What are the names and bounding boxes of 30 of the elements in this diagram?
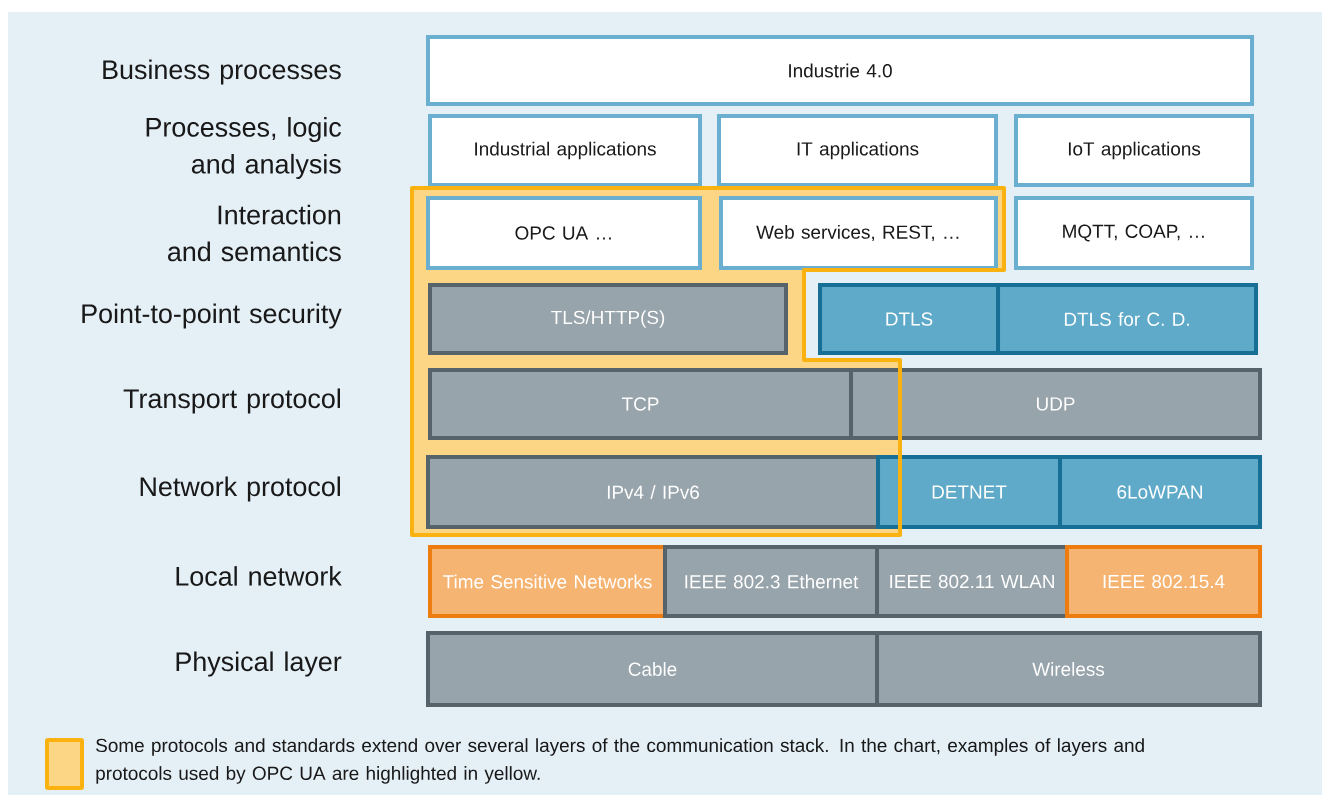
- layer-box: IEEE 802.15.4: [1065, 545, 1262, 618]
- layer-box: IEEE 802.3 Ethernet: [663, 545, 879, 618]
- layer-box: IEEE 802.11 WLAN: [875, 545, 1069, 618]
- layer-label: Transport protocol: [123, 388, 340, 414]
- layer-label: Interaction and semantics: [168, 204, 341, 262]
- layer-box: Industrial applications: [428, 114, 702, 187]
- layer-label: Network protocol: [140, 476, 340, 502]
- layer-label: Processes, logic and analysis: [146, 117, 342, 179]
- layer-box: IoT applications: [1014, 114, 1254, 187]
- legend-text: Some protocols and standards extend over several layers of the communication stack. In the chart, examples of layers and protocols used by OPC UA are highlighted in yellow.: [96, 738, 1144, 784]
- layer-box: IT applications: [717, 114, 998, 187]
- layer-box: Time Sensitive Networks: [428, 545, 667, 618]
- layer-box: DTLS for C. D.: [996, 283, 1258, 355]
- layer-box: Wireless: [875, 631, 1262, 707]
- layer-box: TCP: [428, 368, 853, 440]
- layer-label: Business processes: [103, 59, 341, 85]
- layer-box: IPv4 / IPv6: [426, 455, 880, 529]
- layer-box: Web services, REST, …: [719, 196, 998, 270]
- layer-box: TLS/HTTP(S): [428, 283, 788, 355]
- layer-label: Local network: [176, 566, 342, 586]
- layer-label: Point-to-point security: [82, 303, 342, 329]
- layer-box: DTLS: [818, 283, 1000, 355]
- layer-box: MQTT, COAP, …: [1014, 196, 1254, 270]
- layer-box: OPC UA …: [426, 196, 702, 270]
- layer-box: DETNET: [876, 455, 1062, 529]
- layer-box: UDP: [849, 368, 1262, 440]
- layer-label: Physical layer: [176, 651, 342, 677]
- layer-box: Cable: [426, 631, 879, 707]
- layer-box: 6LoWPAN: [1058, 455, 1262, 529]
- layer-box: Industrie 4.0: [426, 35, 1255, 106]
